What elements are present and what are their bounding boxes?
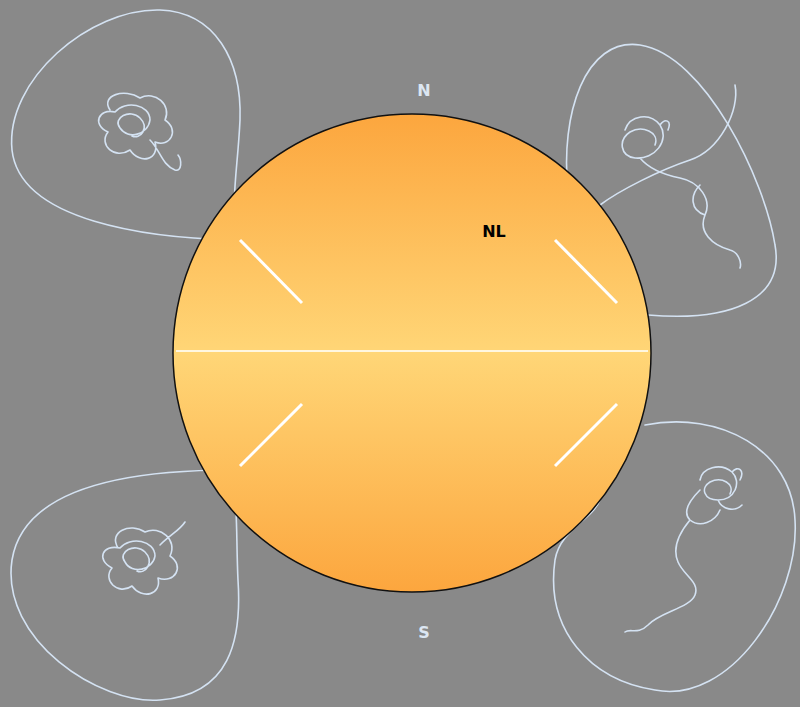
active-region-bar [555, 404, 617, 466]
callout-outline [11, 470, 239, 700]
sun-outline [172, 113, 652, 593]
callout-outline [12, 10, 241, 240]
active-region-bar [555, 240, 617, 303]
sun-disc: NL [172, 113, 652, 593]
magnetic-tangle [99, 93, 181, 170]
active-region-bar [240, 404, 302, 466]
active-region-bar [240, 240, 302, 303]
sun-circle [173, 114, 651, 592]
pole-label: N [417, 81, 430, 100]
equator-line [176, 350, 648, 352]
magnetic-tangle [622, 117, 740, 268]
magnetic-tangle [103, 522, 185, 594]
field-line [600, 85, 736, 205]
pole-label: S [418, 623, 430, 642]
magnetic-tangle [625, 467, 742, 632]
region-label: NL [482, 222, 506, 241]
